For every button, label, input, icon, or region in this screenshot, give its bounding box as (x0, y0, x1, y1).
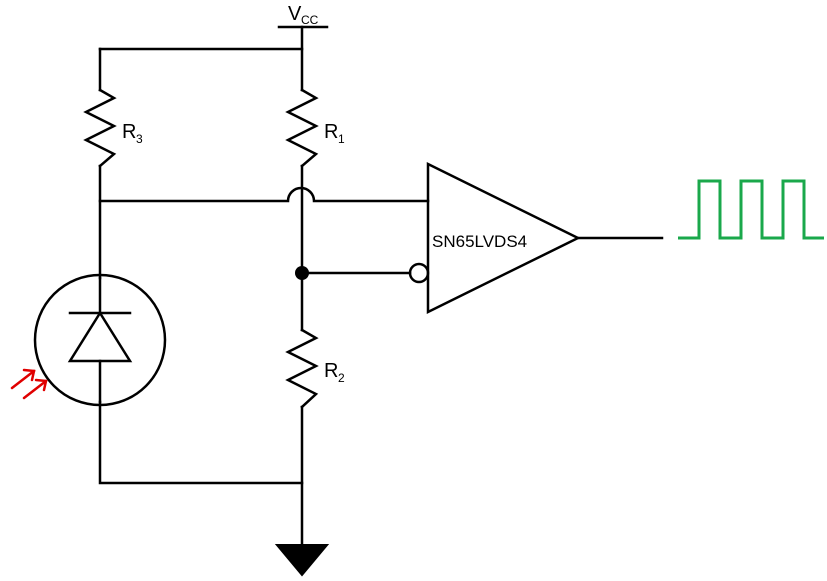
r3-zigzag (83, 88, 117, 168)
wire-node-to-plus-input (98, 186, 430, 203)
comparator-label: SN65LVDS4 (432, 232, 527, 251)
ground-triangle (274, 544, 330, 577)
comparator-sn65lvds4: SN65LVDS4 (408, 161, 581, 315)
comparator-triangle (426, 161, 581, 315)
output-waveform (678, 179, 824, 240)
r3-label: R (122, 121, 136, 143)
r1-label-subscript: 1 (338, 132, 345, 146)
light-arrow-1-head (22, 368, 36, 382)
wires (98, 25, 664, 547)
ground-icon (274, 544, 330, 577)
light-arrow-1 (10, 369, 36, 390)
r2-label-subscript: 2 (338, 371, 345, 385)
photodiode-icon (33, 273, 167, 407)
wire-photodiode-to-ground (98, 400, 304, 485)
resistor-r2: R 2 (285, 328, 345, 409)
vcc-label-subscript: CC (301, 13, 319, 27)
resistor-r3: R 3 (83, 88, 143, 168)
r2-label: R (324, 360, 338, 382)
r1-zigzag (285, 88, 319, 168)
r3-label-subscript: 3 (136, 132, 143, 146)
light-arrows-icon (10, 368, 48, 400)
photodiode-circle (33, 273, 167, 407)
r2-zigzag (285, 328, 319, 409)
resistor-r1: R 1 (285, 88, 345, 168)
comparator-inverting-bubble (408, 262, 430, 284)
vcc-label: V (288, 3, 302, 25)
r1-label: R (324, 121, 338, 143)
light-arrow-2 (22, 379, 48, 400)
light-arrow-2-head (34, 378, 48, 392)
square-wave-icon (678, 179, 824, 240)
junction-dot (295, 266, 309, 280)
vcc-supply: V CC (277, 3, 329, 29)
photodiode-triangle (67, 310, 133, 363)
